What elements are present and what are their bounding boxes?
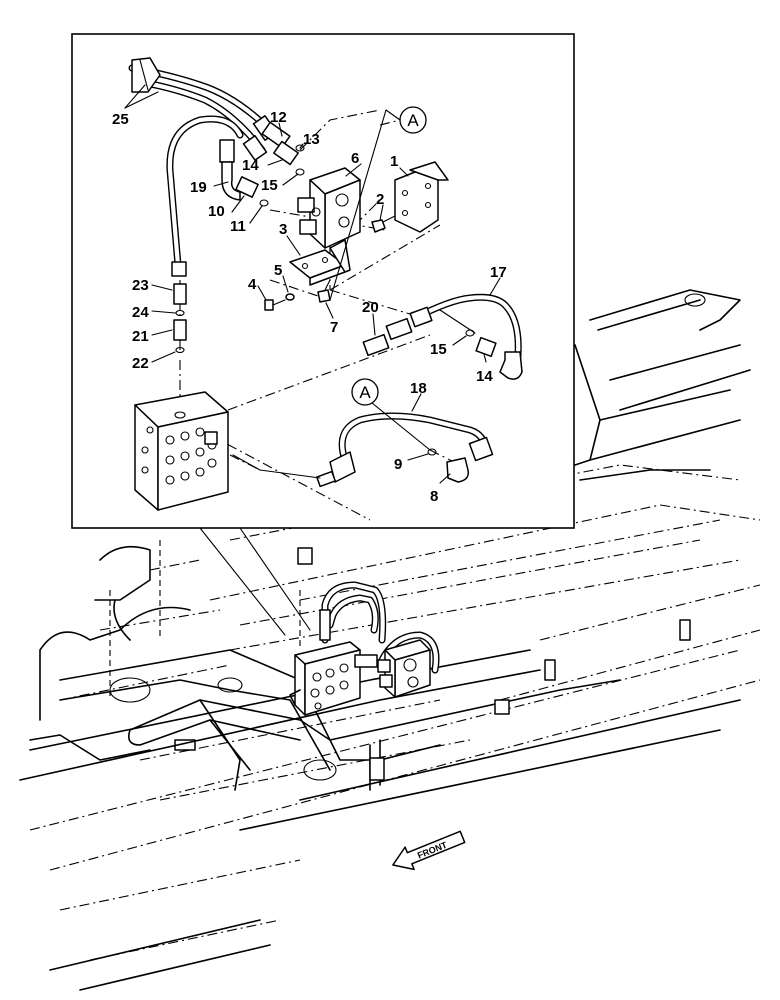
leader-to-detail [199,527,286,636]
callout-20: 20 [362,299,379,316]
control-block [134,391,229,511]
callout-7: 7 [330,319,338,336]
callout-leaders [151,122,501,484]
callout-4: 4 [248,276,257,293]
callout-labels: 25 12 13 6 1 14 15 19 10 11 2 3 5 4 7 23… [112,109,507,505]
callout-24: 24 [132,304,149,321]
callout-10: 10 [208,203,225,220]
callout-13: 13 [303,131,320,148]
callout-6: 6 [351,150,359,167]
callout-5: 5 [274,262,282,279]
callout-14-right: 14 [476,368,493,385]
fittings-upper [261,121,305,176]
valve-6 [297,167,361,249]
section-marker-top: A [329,106,427,301]
front-arrow: FRONT [392,830,466,871]
installed-valve-assembly [289,581,440,716]
callout-1: 1 [390,153,398,170]
callout-15: 15 [261,177,278,194]
section-marker-bottom-label: A [359,383,371,402]
plate-1 [394,161,449,233]
callout-19: 19 [190,179,207,196]
hose-17 [409,293,523,380]
section-marker-bottom: A [351,378,431,451]
callout-22: 22 [132,355,149,372]
callout-9: 9 [394,456,402,473]
callout-23: 23 [132,277,149,294]
callout-3: 3 [279,221,287,238]
callout-11: 11 [230,218,246,235]
left-hose [166,115,244,277]
fittings-10-11 [235,176,269,207]
fittings-vertical [173,283,187,354]
callout-14: 14 [242,157,259,174]
callout-12: 12 [270,109,287,126]
hose-18 [232,412,494,488]
callout-21: 21 [132,328,149,345]
callout-18: 18 [410,380,427,397]
callout-2: 2 [376,191,384,208]
section-marker-top-label: A [407,111,419,130]
callout-8: 8 [430,488,438,505]
callout-15-right: 15 [430,341,447,358]
fittings-right [465,329,497,358]
leader-to-detail [239,527,311,631]
bolt-2 [371,215,396,233]
fitting-20 [362,317,413,357]
callout-25: 25 [112,111,129,128]
fittings-8-9 [427,448,470,483]
machine-frame [19,289,761,991]
callout-17: 17 [490,264,507,281]
